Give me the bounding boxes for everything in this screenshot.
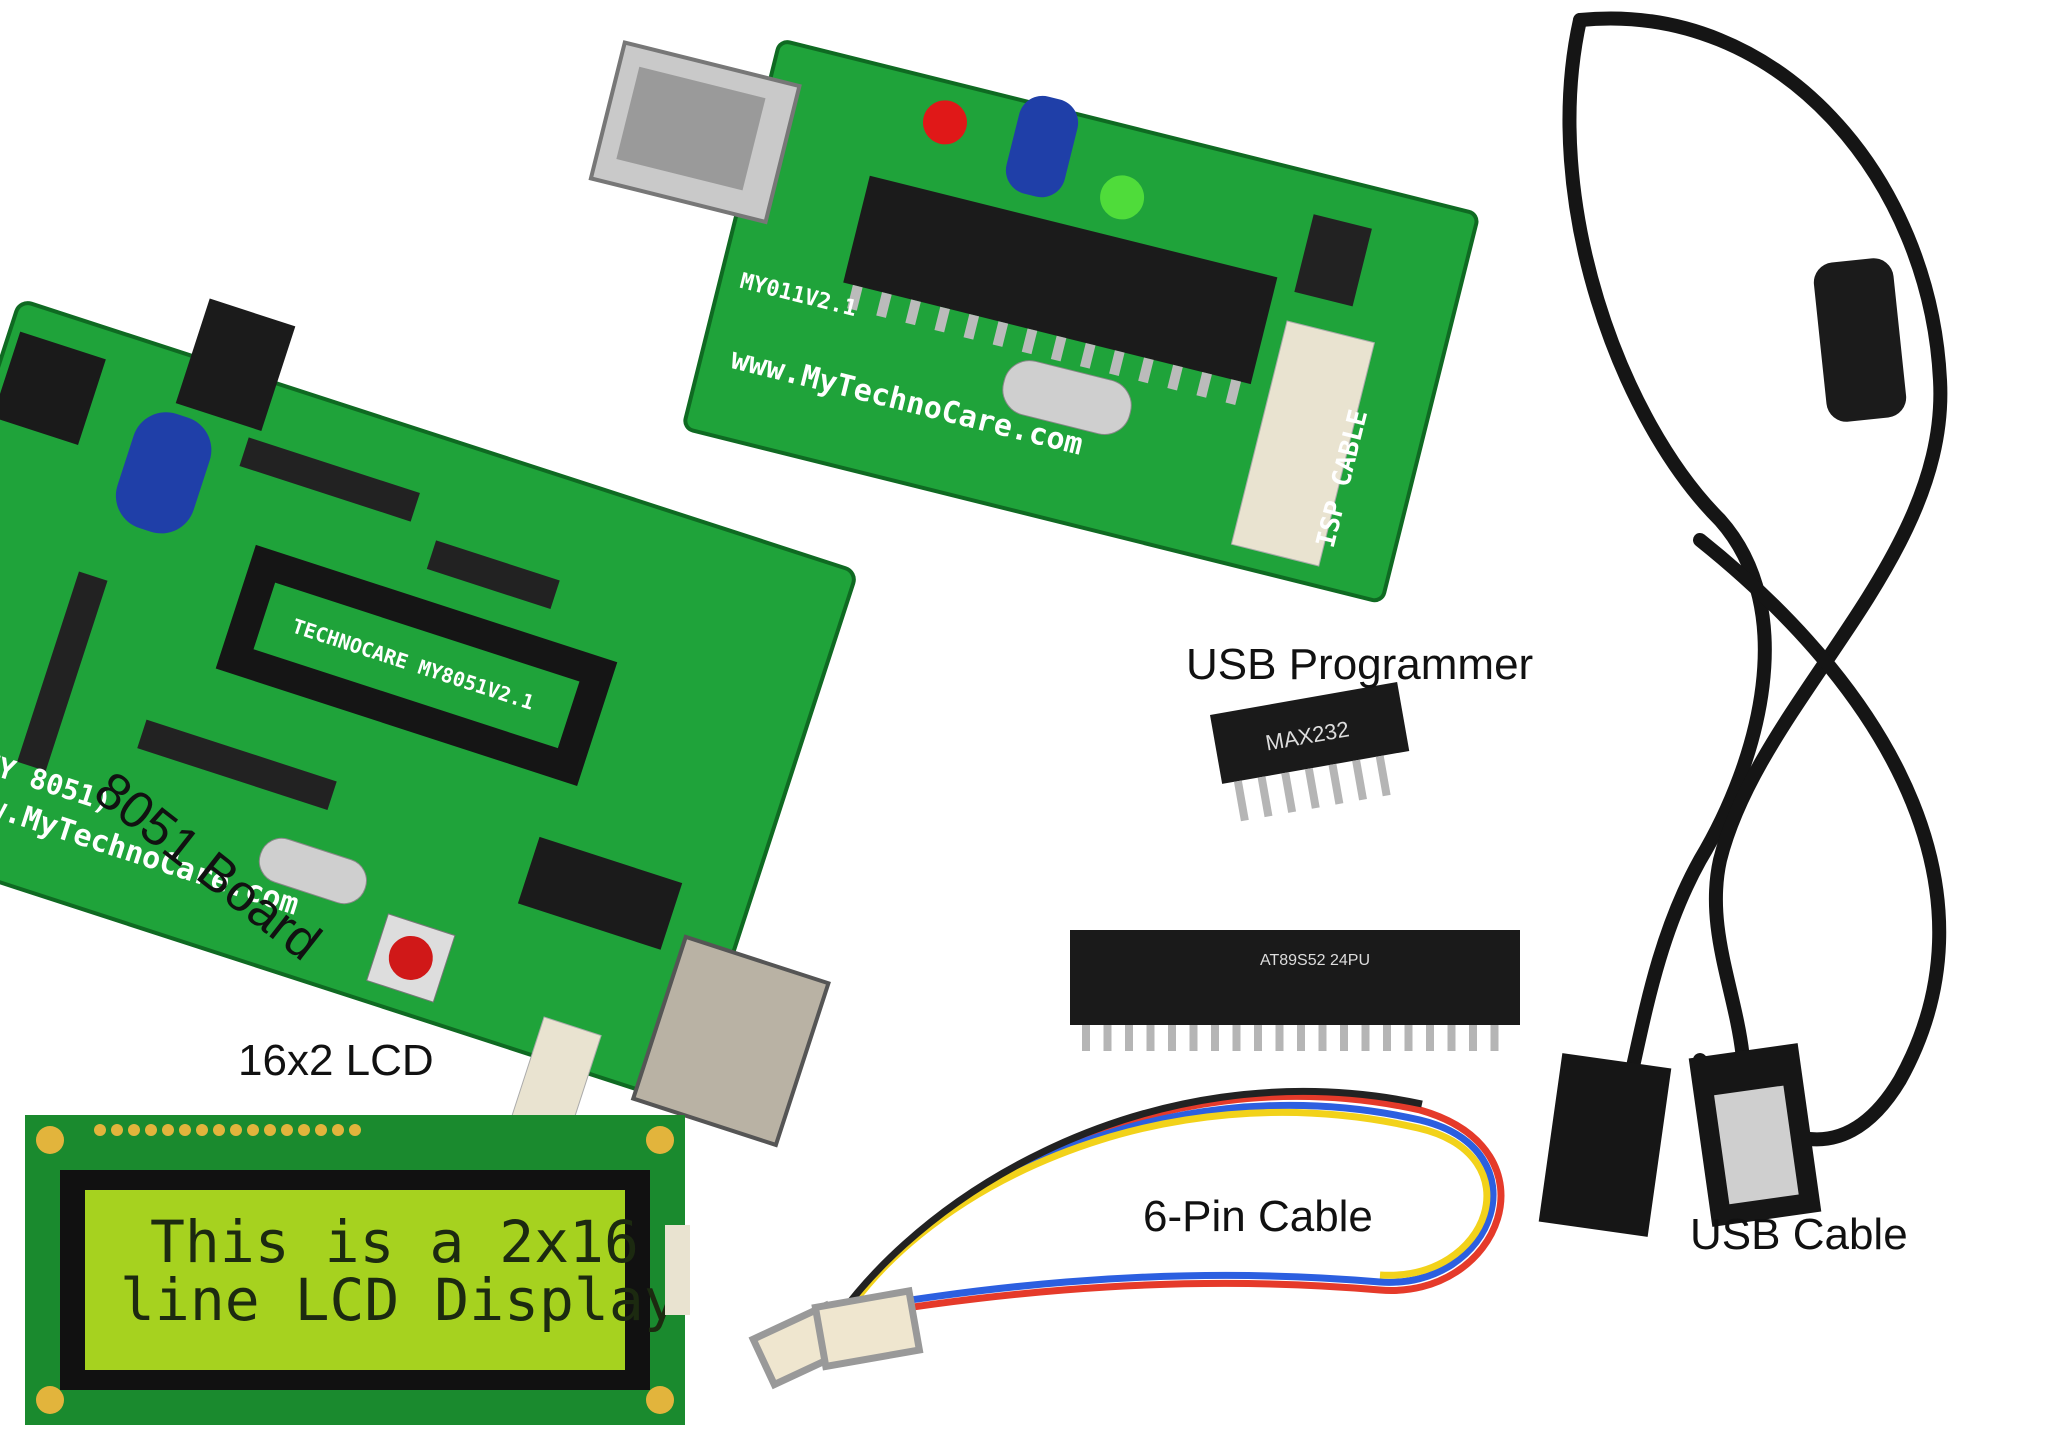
usb-cable [1562,11,1948,1147]
chip-pin [1189,1025,1198,1051]
caption-usb-cable: USB Cable [1690,1210,1908,1259]
dc-jack [0,331,106,446]
port-header [137,719,337,810]
caption-16x2-lcd: 16x2 LCD [238,1036,434,1085]
big-capacitor [115,412,212,534]
chip-pin [1211,1025,1219,1051]
chip-pin [1082,1025,1090,1051]
chip-pin [1447,1025,1456,1051]
chip-pin [1383,1025,1391,1051]
lcd-line-2: line LCD Display [120,1266,679,1334]
chip-pin [1426,1025,1434,1051]
chip-pin [1275,1025,1284,1051]
lcd-pin-pad [162,1124,174,1136]
lcd-pin-pad [230,1124,242,1136]
chip-pin [1490,1025,1499,1051]
lcd-pin-pad [128,1124,140,1136]
lcd-module: This is a 2x16 line LCD Display [25,1115,690,1425]
microcontroller-chip: AT89S52 24PU [1070,930,1520,1051]
lcd-pin-pad [315,1124,327,1136]
usb-b-plug [1538,1053,1672,1237]
caption-usb-programmer: USB Programmer [1186,640,1534,689]
crystal [1002,360,1132,435]
chip-pin [1340,1025,1348,1051]
lcd-pin-pad [179,1124,191,1136]
lcd-pin-pad [94,1124,106,1136]
chip-pin [1469,1025,1477,1051]
lcd-pin-pad [196,1124,208,1136]
lcd-line-1: This is a 2x16 [150,1208,639,1276]
board-crystal [258,837,367,905]
lcd-pin-pad [298,1124,310,1136]
chip-pin [1361,1025,1370,1051]
usb-programmer-board: www.MyTechnoCare.com ISP CABLE MY011V2.1 [588,40,1479,603]
port-header [426,540,560,610]
chip-pin [1297,1025,1305,1051]
lcd-pin-pad [332,1124,344,1136]
lcd-pin-pad [349,1124,361,1136]
chip-pin [1404,1025,1413,1051]
chip-pin [1125,1025,1133,1051]
port-header [239,437,420,522]
onboard-max232 [517,836,683,950]
microcontroller-label: AT89S52 24PU [1260,952,1370,969]
jumper [1294,214,1372,307]
heatsink [175,298,296,431]
capacitor [1005,95,1079,198]
red-led [922,100,967,145]
chip-pin [1103,1025,1112,1051]
port-header [17,571,108,771]
board-8051: TECHNOCARE MY8051V2.1 www.MyTechnoCare.c… [0,298,856,1170]
chip-pin [1254,1025,1262,1051]
lcd-screen [85,1190,625,1370]
lcd-pin-pad [247,1124,259,1136]
lcd-pin-pad [145,1124,157,1136]
lcd-pin-pad [264,1124,276,1136]
cable-connector [811,1286,924,1371]
chip-pin [1168,1025,1176,1051]
chip-pin [1318,1025,1327,1051]
caption-6-pin-cable: 6-Pin Cable [1143,1192,1373,1241]
chip-pin [1232,1025,1241,1051]
lcd-pin-pad [281,1124,293,1136]
chip-pin [1146,1025,1155,1051]
six-pin-cable [748,1087,1505,1390]
green-led [1100,175,1145,220]
max232-chip: MAX232 [1210,682,1410,822]
lcd-pin-pad [111,1124,123,1136]
db9-connector [630,934,831,1148]
atmega-chip [843,175,1278,385]
ferrite-bead [1813,258,1907,422]
isp-connector [1230,320,1376,567]
lcd-pin-pad [213,1124,225,1136]
